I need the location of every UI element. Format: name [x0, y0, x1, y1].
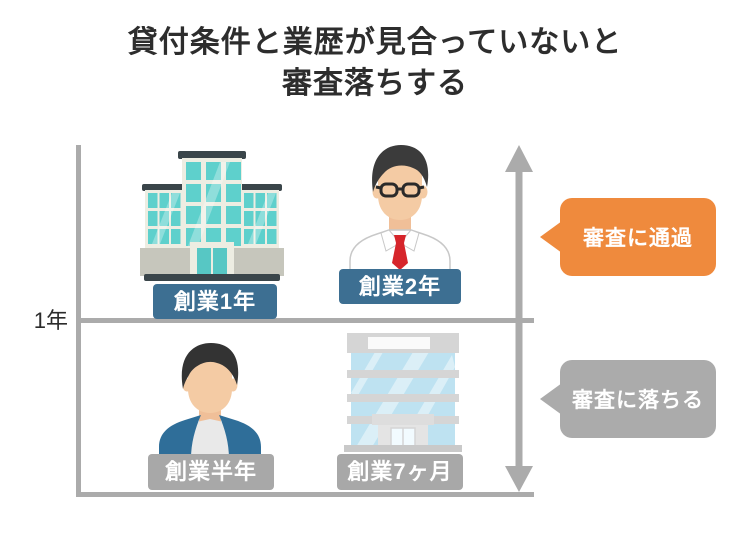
badge-founded-7-months: 創業7ヶ月	[337, 454, 463, 490]
pass-callout: 審査に通過	[560, 198, 716, 276]
fail-callout: 審査に落ちる	[560, 360, 716, 438]
glass-building-icon	[344, 333, 462, 453]
casual-man-icon	[155, 341, 265, 459]
badge-founded-1-year: 創業1年	[153, 284, 277, 319]
one-year-threshold-line	[76, 318, 534, 323]
fail-callout-text: 審査に落ちる	[572, 389, 704, 412]
title-line-1: 貸付条件と業歴が見合っていないと	[127, 26, 623, 59]
arrow-up-icon	[504, 145, 534, 320]
axis-year-label: 1年	[33, 308, 68, 333]
badge-founded-2-years: 創業2年	[339, 269, 461, 304]
badge-founded-half-year: 創業半年	[148, 454, 274, 490]
page-title: 貸付条件と業歴が見合っていないと 審査落ちする	[0, 22, 750, 105]
office-building-icon	[140, 148, 284, 282]
axis-baseline	[76, 492, 534, 497]
businessman-icon	[345, 140, 455, 270]
pass-callout-text: 審査に通過	[583, 227, 693, 250]
title-line-2: 審査落ちする	[282, 67, 468, 101]
arrow-down-icon	[504, 321, 534, 493]
